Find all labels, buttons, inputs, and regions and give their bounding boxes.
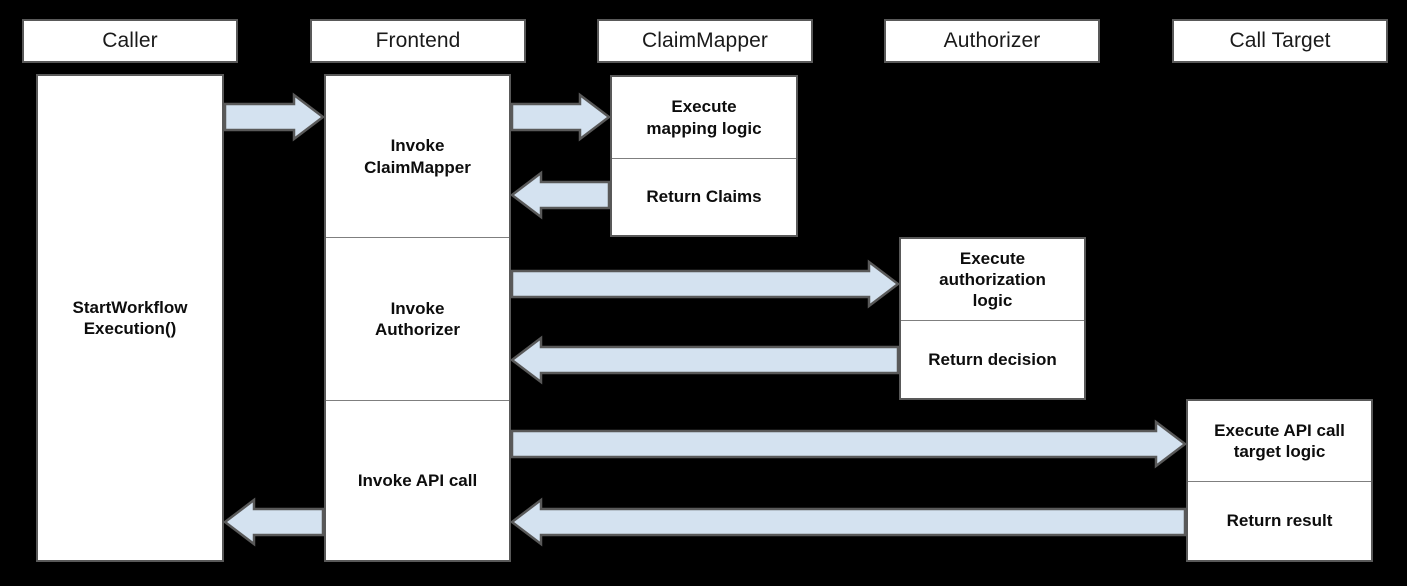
message-arrow-frontend-to-claimmapper[interactable] [510,92,612,142]
participant-label-caller: Caller [102,29,158,53]
activation-segment-caller-start-workflow[interactable]: StartWorkflow Execution() [38,76,222,560]
activation-segment-calltarget-execute-api-call-target-logic[interactable]: Execute API call target logic [1188,401,1371,481]
participant-header-authorizer[interactable]: Authorizer [884,19,1100,63]
message-arrow-calltarget-to-frontend[interactable] [509,497,1187,547]
message-arrow-frontend-to-calltarget[interactable] [510,419,1188,469]
segment-label: Execute authorization logic [939,248,1046,311]
message-arrow-claimmapper-to-frontend[interactable] [509,170,611,220]
activation-segment-calltarget-return-result[interactable]: Return result [1188,481,1371,560]
activation-segment-claimmapper-execute-mapping-logic[interactable]: Execute mapping logic [612,77,796,158]
activation-segment-frontend-invoke-authorizer[interactable]: Invoke Authorizer [326,237,509,400]
activation-frontend[interactable]: Invoke ClaimMapper Invoke Authorizer Inv… [324,74,511,562]
activation-segment-claimmapper-return-claims[interactable]: Return Claims [612,158,796,235]
segment-label: Return result [1226,511,1333,531]
participant-label-authorizer: Authorizer [943,29,1041,53]
segment-label: Execute mapping logic [646,97,762,138]
message-arrow-authorizer-to-frontend[interactable] [509,335,900,385]
segment-label: Return Claims [646,187,762,207]
participant-header-frontend[interactable]: Frontend [310,19,526,63]
message-arrow-caller-to-frontend[interactable] [223,92,326,142]
activation-segment-frontend-invoke-claimmapper[interactable]: Invoke ClaimMapper [326,76,509,237]
segment-label: Return decision [928,349,1057,369]
segment-label: Invoke ClaimMapper [364,136,471,177]
participant-label-frontend: Frontend [375,29,461,53]
participant-label-claimmapper: ClaimMapper [642,29,768,53]
activation-authorizer[interactable]: Execute authorization logic Return decis… [899,237,1086,400]
activation-segment-authorizer-execute-authorization-logic[interactable]: Execute authorization logic [901,239,1084,320]
activation-calltarget[interactable]: Execute API call target logic Return res… [1186,399,1373,562]
participant-header-calltarget[interactable]: Call Target [1172,19,1388,63]
participant-header-caller[interactable]: Caller [22,19,238,63]
activation-segment-authorizer-return-decision[interactable]: Return decision [901,320,1084,398]
message-arrow-frontend-to-caller[interactable] [222,497,325,547]
participant-label-calltarget: Call Target [1229,29,1331,53]
segment-label: Invoke Authorizer [375,298,460,339]
activation-claimmapper[interactable]: Execute mapping logic Return Claims [610,75,798,237]
activation-caller[interactable]: StartWorkflow Execution() [36,74,224,562]
segment-label: Execute API call target logic [1214,420,1345,461]
segment-label: Invoke API call [357,470,478,490]
activation-segment-frontend-invoke-api-call[interactable]: Invoke API call [326,400,509,560]
message-arrow-frontend-to-authorizer[interactable] [510,259,901,309]
participant-header-claimmapper[interactable]: ClaimMapper [597,19,813,63]
segment-label: StartWorkflow Execution() [72,297,188,338]
